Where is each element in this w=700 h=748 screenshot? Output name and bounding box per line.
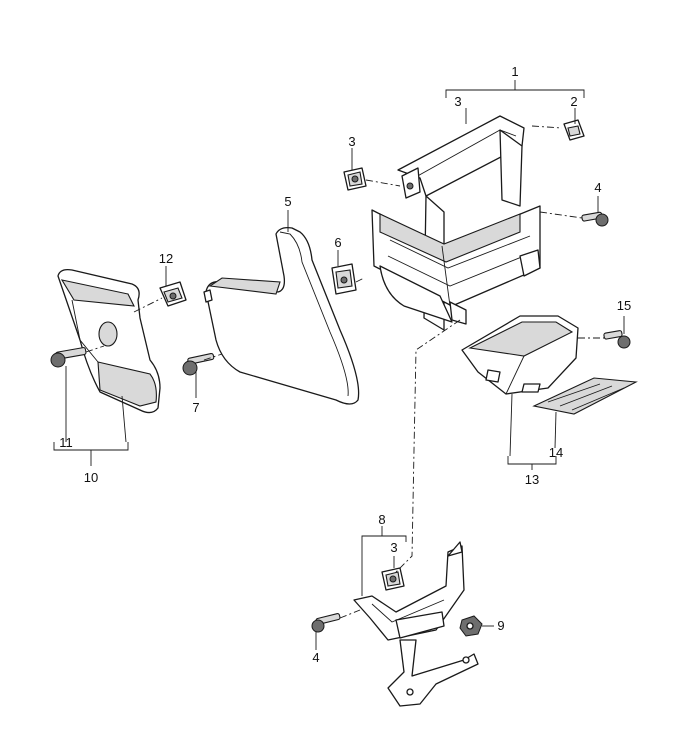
callout-3-frame: 3 xyxy=(454,94,461,109)
callout-14: 14 xyxy=(549,445,563,460)
clip-12 xyxy=(159,281,187,307)
callout-3-top: 3 xyxy=(348,134,355,149)
callout-11: 11 xyxy=(59,435,73,450)
callout-5: 5 xyxy=(284,194,291,209)
side-trim-panel xyxy=(57,268,161,414)
screw-4-bottom xyxy=(311,613,341,633)
screw-4-top xyxy=(581,211,609,227)
center-trim-panel xyxy=(203,226,360,405)
storage-tray xyxy=(461,315,579,395)
clip-2 xyxy=(563,119,585,141)
main-bracket xyxy=(371,115,541,331)
clip-nut-6 xyxy=(331,263,357,295)
callout-1: 1 xyxy=(511,64,518,79)
lower-bracket xyxy=(353,541,479,707)
callout-3-bottom: 3 xyxy=(390,540,397,555)
nut-3-top xyxy=(343,167,367,191)
callout-2: 2 xyxy=(570,94,577,109)
callout-8: 8 xyxy=(378,512,385,527)
callout-labels: 1 3 2 3 4 5 6 12 15 7 11 14 10 13 8 3 9 … xyxy=(59,64,631,665)
callout-10: 10 xyxy=(84,470,98,485)
callout-6: 6 xyxy=(334,235,341,250)
nut-9 xyxy=(459,615,483,637)
leader-lines xyxy=(53,80,625,650)
alignment-lines xyxy=(85,125,604,619)
nut-3-bottom xyxy=(381,567,405,591)
callout-4-top: 4 xyxy=(594,180,601,195)
callout-15: 15 xyxy=(617,298,631,313)
screw-15 xyxy=(603,330,631,349)
callout-9: 9 xyxy=(497,618,504,633)
callout-7: 7 xyxy=(192,400,199,415)
screw-11 xyxy=(50,347,87,368)
callout-4-bottom: 4 xyxy=(312,650,319,665)
callout-12: 12 xyxy=(159,251,173,266)
callout-13: 13 xyxy=(525,472,539,487)
screw-7 xyxy=(182,352,215,376)
rubber-mat xyxy=(532,377,638,415)
